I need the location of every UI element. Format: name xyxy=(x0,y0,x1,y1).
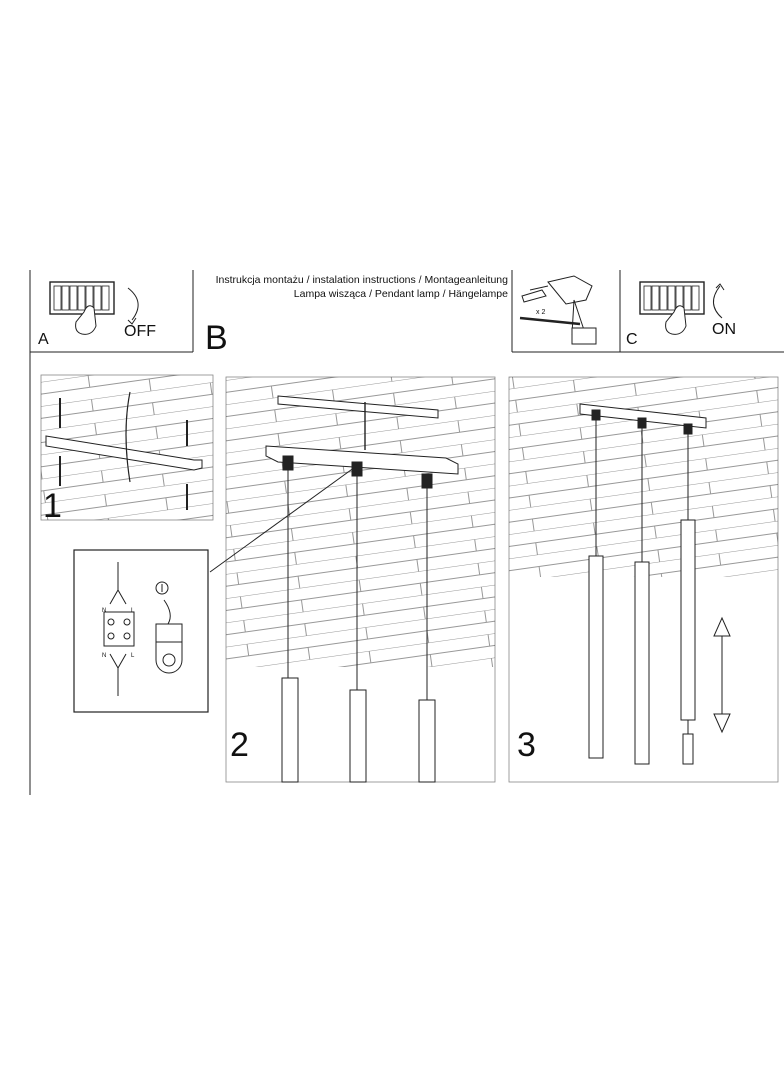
wire-l-top: L xyxy=(131,608,135,614)
product-type: Lampa wisząca / Pendant lamp / Hängelamp… xyxy=(293,288,508,300)
wiring-detail xyxy=(73,549,209,713)
letter-a: A xyxy=(38,331,49,348)
step-2: 2 xyxy=(230,726,249,764)
step-1: 1 xyxy=(43,487,62,525)
header-frame xyxy=(29,270,784,795)
panel-3 xyxy=(508,376,779,783)
wire-l-bottom: L xyxy=(131,653,135,659)
breaker-panel-a xyxy=(49,281,139,335)
off-label: OFF xyxy=(124,323,156,340)
wire-n-top: N xyxy=(102,608,106,614)
letter-c: C xyxy=(626,331,638,348)
on-label: ON xyxy=(712,321,736,338)
instruction-title: Instrukcja montażu / instalation instruc… xyxy=(215,274,508,286)
panel-2 xyxy=(209,376,496,783)
breaker-panel-c xyxy=(639,281,725,335)
drill-icon xyxy=(519,275,597,345)
step-3: 3 xyxy=(517,726,536,764)
wire-n-bottom: N xyxy=(102,653,106,659)
letter-b: B xyxy=(205,319,228,357)
panel-1 xyxy=(40,374,214,521)
drill-qty: x 2 xyxy=(536,309,545,316)
